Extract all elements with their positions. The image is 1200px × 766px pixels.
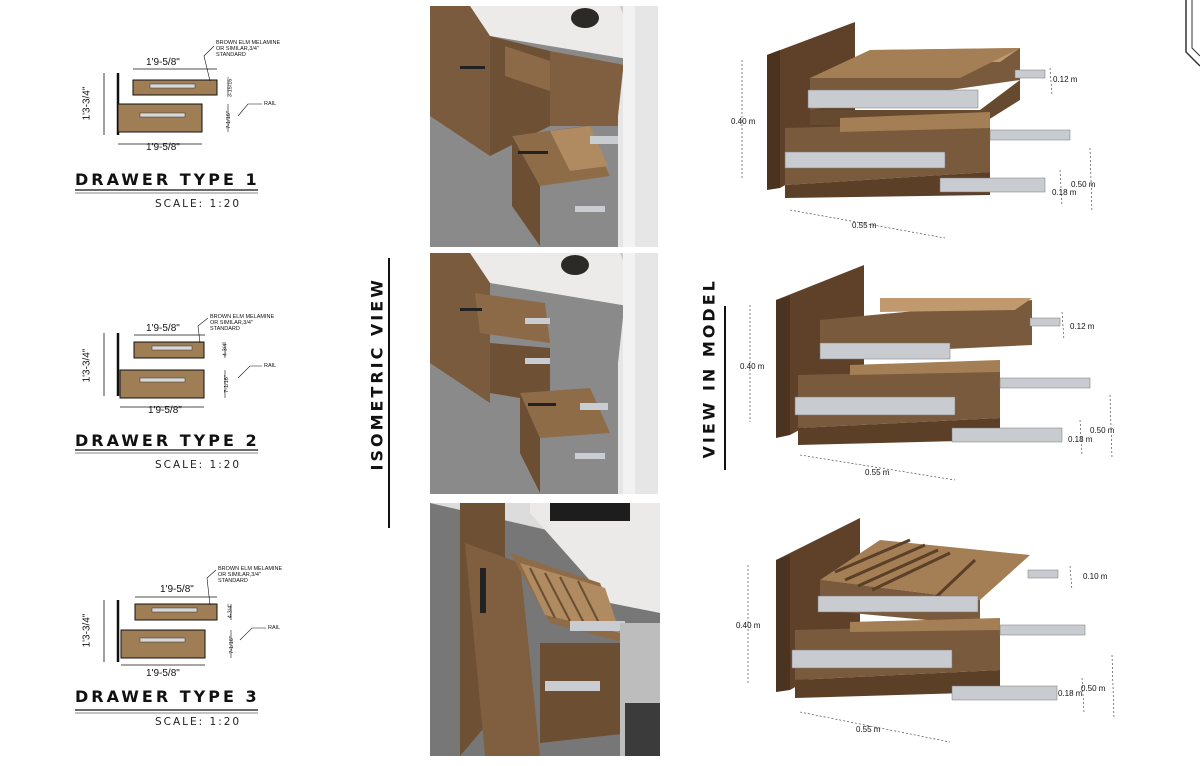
dim-width-bottom-3: 1'9-5/8" (146, 668, 180, 679)
dim-width-bottom-1: 1'9-5/8" (146, 142, 180, 153)
drawer-type-1-drawing (75, 45, 262, 194)
isometric-render-2 (430, 253, 658, 494)
isometric-render-3 (430, 503, 660, 756)
drawer-type-1-title: DRAWER TYPE 1 (75, 170, 260, 189)
drawer-type-2-scale: SCALE: 1:20 (155, 459, 242, 471)
rail-label-2: RAIL (264, 363, 277, 369)
model-3-height: 0.40 m (736, 621, 761, 630)
material-note-3: BROWN ELM MELAMINE OR SIMILAR,3/4" STAND… (218, 566, 283, 584)
model-3-width: 0.55 m (856, 725, 881, 734)
model-2-width: 0.55 m (865, 468, 890, 477)
model-1-height: 0.40 m (731, 117, 756, 126)
drawer-type-3-drawing (75, 569, 266, 714)
drawer-type-2-title: DRAWER TYPE 2 (75, 431, 260, 450)
drawer-type-2-drawing (75, 317, 262, 454)
drawer-type-1-scale: SCALE: 1:20 (155, 198, 242, 210)
rail-label-1: RAIL (264, 101, 277, 107)
dim-width-bottom-2: 1'9-5/8" (148, 405, 182, 416)
model-2-depth: 0.50 m (1090, 426, 1115, 435)
model-render-1 (741, 22, 1093, 239)
model-3-bottom-drawer: 0.18 m (1058, 689, 1083, 698)
model-1-depth: 0.50 m (1071, 180, 1096, 189)
model-3-depth: 0.50 m (1081, 684, 1106, 693)
isometric-render-1 (430, 6, 658, 247)
model-1-width: 0.55 m (852, 221, 877, 230)
corner-mark-inner (1191, 0, 1200, 57)
material-note-1: BROWN ELM MELAMINE OR SIMILAR,3/4" STAND… (216, 40, 281, 58)
dim-width-top-1: 1'9-5/8" (146, 57, 180, 68)
model-render-3 (747, 518, 1115, 743)
drawer-type-3-title: DRAWER TYPE 3 (75, 687, 260, 706)
model-render-2 (749, 265, 1113, 481)
model-1-top-drawer: 0.12 m (1053, 75, 1078, 84)
model-3-top-drawer: 0.10 m (1083, 572, 1108, 581)
model-2-bottom-drawer: 0.18 m (1068, 435, 1093, 444)
dim-width-top-3: 1'9-5/8" (160, 584, 194, 595)
rail-label-3: RAIL (268, 625, 281, 631)
dim-width-top-2: 1'9-5/8" (146, 323, 180, 334)
model-2-height: 0.40 m (740, 362, 765, 371)
material-note-2: BROWN ELM MELAMINE OR SIMILAR,3/4" STAND… (210, 314, 275, 332)
corner-mark (1185, 0, 1200, 67)
model-1-bottom-drawer: 0.18 m (1052, 188, 1077, 197)
model-2-top-drawer: 0.12 m (1070, 322, 1095, 331)
drawer-type-3-scale: SCALE: 1:20 (155, 716, 242, 728)
